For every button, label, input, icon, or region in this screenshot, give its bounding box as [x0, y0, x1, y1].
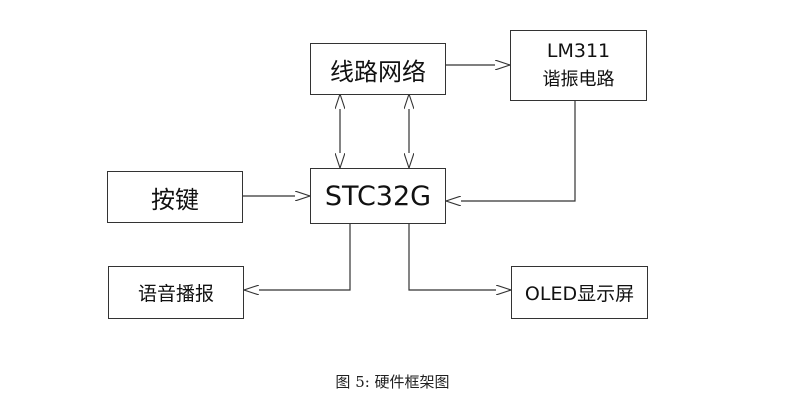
node-mcu-label: STC32G: [324, 180, 432, 212]
node-voice-label: 语音播报: [137, 283, 214, 305]
node-keys: 按键: [107, 171, 243, 223]
node-mcu: STC32G: [310, 168, 446, 224]
node-voice: 语音播报: [108, 266, 244, 319]
edge-lm311-to-mcu: [446, 101, 576, 201]
node-network-label: 线路网络: [330, 57, 426, 86]
node-lm311-subtitle: 谐振电路: [542, 68, 615, 90]
node-keys-label: 按键: [151, 185, 199, 214]
edge-mcu-to-oled: [408, 224, 511, 290]
node-oled-label: OLED显示屏: [524, 283, 635, 305]
node-network: 线路网络: [310, 43, 446, 95]
node-oled: OLED显示屏: [511, 266, 648, 319]
node-lm311: LM311 谐振电路: [510, 30, 647, 101]
figure-caption: 图 5: 硬件框架图: [335, 373, 450, 391]
edge-mcu-to-voice: [244, 224, 351, 290]
node-lm311-title: LM311: [546, 39, 611, 62]
